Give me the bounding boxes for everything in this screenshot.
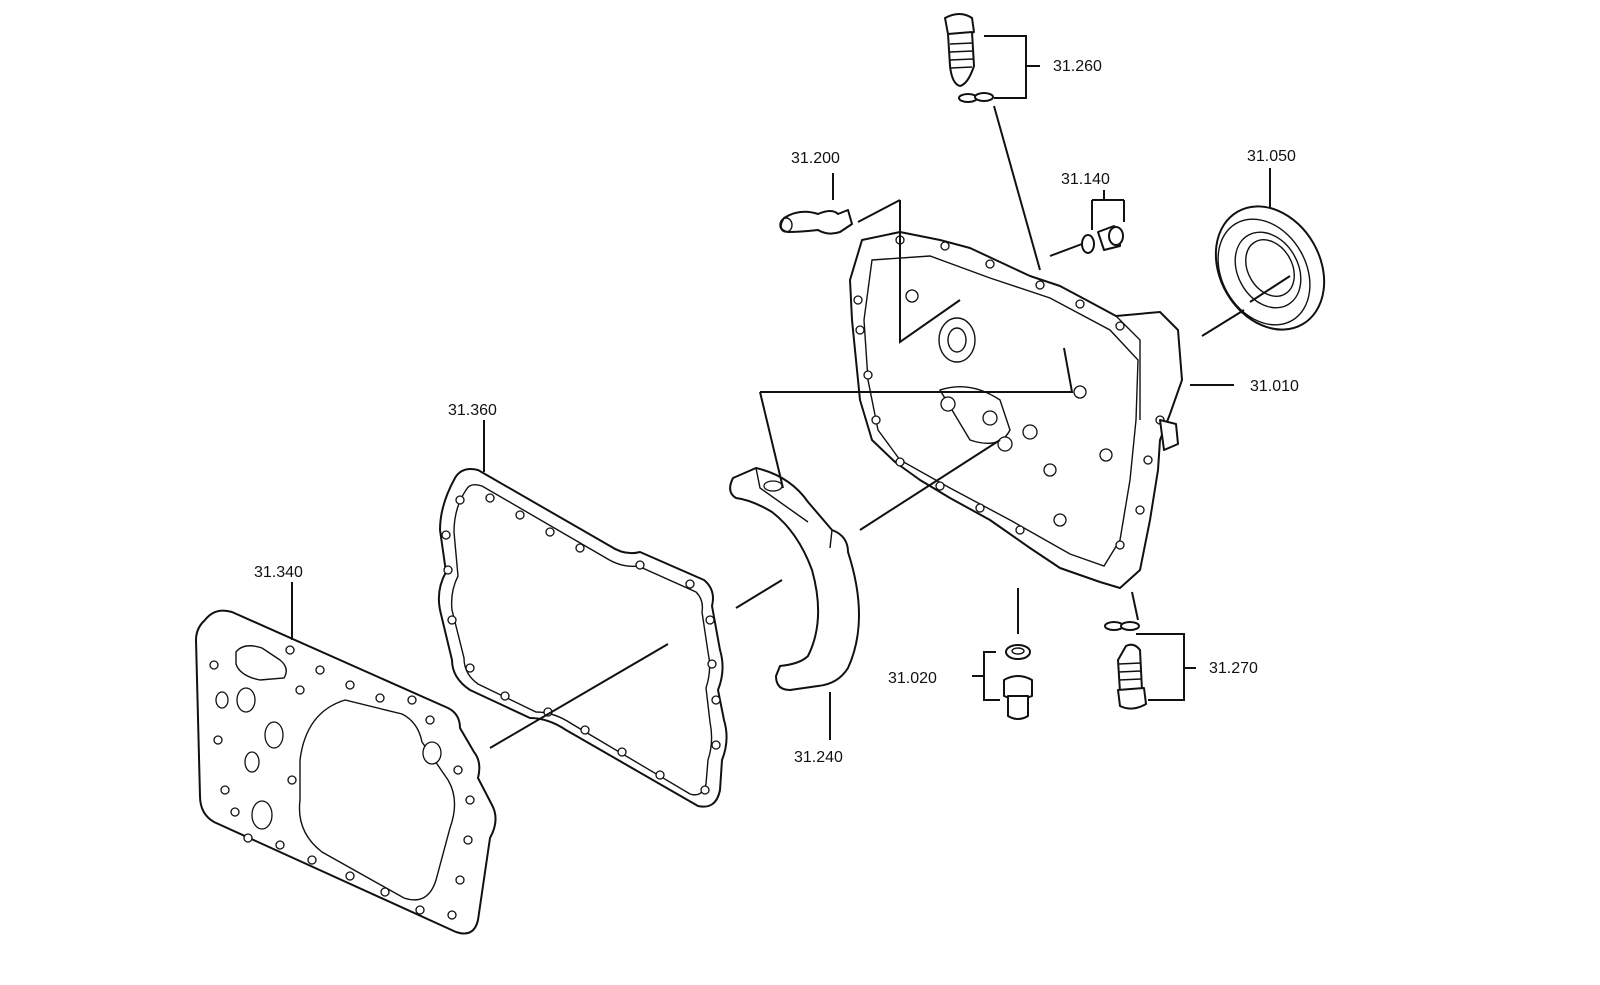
label-31360: 31.360 bbox=[448, 402, 497, 419]
label-31050: 31.050 bbox=[1247, 148, 1296, 165]
part-31340-plate bbox=[195, 609, 497, 935]
label-31200: 31.200 bbox=[791, 150, 840, 167]
part-31240-bracket bbox=[729, 467, 860, 691]
part-31360-gasket bbox=[437, 468, 728, 808]
part-31270-bolt bbox=[1104, 621, 1147, 710]
part-31010-housing bbox=[849, 231, 1183, 589]
assembly-lines bbox=[489, 105, 1291, 749]
label-31340: 31.340 bbox=[254, 564, 303, 581]
label-31240: 31.240 bbox=[794, 749, 843, 766]
part-31020-plug bbox=[1003, 644, 1033, 720]
label-31020: 31.020 bbox=[888, 670, 937, 687]
label-31260: 31.260 bbox=[1053, 58, 1102, 75]
label-31010: 31.010 bbox=[1250, 378, 1299, 395]
label-31140: 31.140 bbox=[1061, 171, 1110, 188]
part-31260-bolt bbox=[944, 13, 994, 103]
label-31270: 31.270 bbox=[1209, 660, 1258, 677]
part-31050-seal bbox=[1214, 205, 1326, 331]
part-31200-pipe bbox=[779, 209, 853, 235]
part-31140-plug bbox=[1081, 225, 1124, 254]
callouts bbox=[291, 35, 1271, 740]
